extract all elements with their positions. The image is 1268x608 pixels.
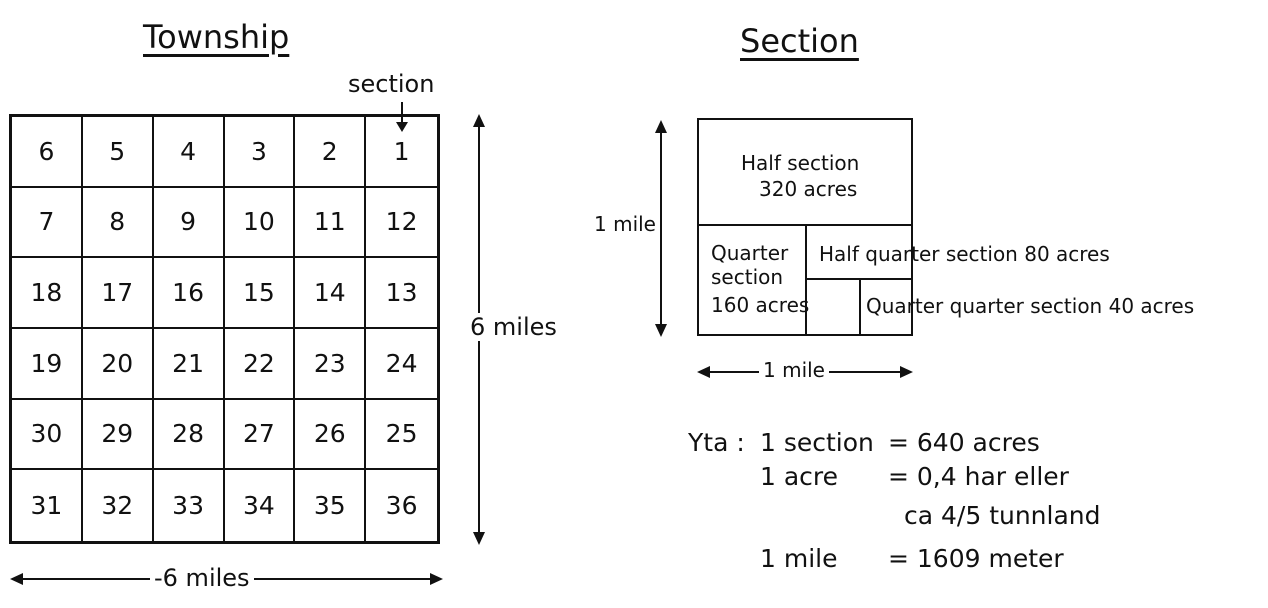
note-term: 1 section: [760, 428, 874, 457]
half-quarter-section-label: Half quarter section 80 acres: [819, 242, 1110, 266]
township-section-cell: 18: [12, 258, 83, 329]
quarter-section-label-line1: Quarter: [711, 241, 789, 265]
township-section-cell: 29: [82, 399, 154, 471]
quarter-section-label-line2: section: [711, 265, 784, 289]
section-pointer-label: section: [348, 70, 435, 98]
quarter-quarter-section-label: Quarter quarter section 40 acres: [866, 294, 1195, 318]
arrow-right-icon: [430, 573, 443, 585]
quarter-section-area: 160 acres: [711, 293, 810, 317]
arrow-left-icon: [697, 366, 710, 378]
township-section-cell: 14: [295, 258, 367, 329]
section-bottom-label: 1 mile: [759, 358, 829, 382]
half-section-name: Half section: [741, 151, 860, 175]
arrow-up-icon: [655, 120, 667, 133]
arrow-down-icon: [473, 532, 485, 545]
township-section-cell: 26: [295, 399, 367, 471]
township-section-cell: 28: [153, 399, 225, 471]
township-section-cell: 5: [82, 117, 154, 188]
township-section-cell: 33: [154, 470, 225, 541]
township-section-cell: 3: [224, 117, 296, 188]
arrow-down-icon: [655, 324, 667, 337]
township-section-cell: 2: [295, 117, 367, 188]
township-section-cell: 1: [366, 117, 437, 188]
township-section-cell: 4: [153, 117, 225, 188]
township-section-cell: 30: [12, 399, 83, 471]
note-value: ca 4/5 tunnland: [904, 501, 1101, 530]
township-section-cell: 13: [366, 258, 437, 329]
half-section-area: 320 acres: [759, 177, 858, 201]
township-section-cell: 17: [82, 258, 154, 329]
arrow-right-icon: [900, 366, 913, 378]
township-width-label: -6 miles: [150, 564, 254, 592]
township-section-cell: 27: [224, 399, 296, 471]
township-section-cell: 11: [295, 187, 367, 259]
note-value: = 0,4 har eller: [888, 462, 1069, 491]
note-term: 1 acre: [760, 462, 839, 491]
township-section-cell: 15: [224, 258, 296, 329]
township-title: Township: [143, 18, 290, 56]
township-section-cell: 21: [153, 328, 225, 400]
township-section-cell: 31: [12, 470, 83, 541]
township-height-label: 6 miles: [466, 313, 561, 341]
notes-label: Yta :: [688, 428, 745, 457]
township-section-cell: 22: [224, 328, 296, 400]
township-section-cell: 12: [366, 188, 437, 259]
township-section-cell: 36: [385, 491, 418, 521]
township-section-cell: 10: [224, 187, 296, 259]
township-section-cell: 34: [225, 470, 296, 541]
section-diagram: Half section 320 acres Quarter section 1…: [697, 118, 913, 336]
township-section-cell: 23: [295, 328, 367, 400]
township-section-cell: 19: [12, 328, 83, 400]
township-section-cell: 24: [366, 329, 437, 400]
arrow-up-icon: [473, 114, 485, 127]
arrow-left-icon: [10, 573, 23, 585]
township-section-cell: 35: [295, 470, 367, 541]
township-section-cell: 25: [366, 400, 437, 471]
note-term: 1 mile: [760, 544, 838, 573]
township-section-cell: 9: [153, 187, 225, 259]
half-quarter-divider: [805, 278, 912, 280]
section-title: Section: [740, 22, 859, 60]
section-side-dimension-line: [660, 124, 662, 334]
township-section-cell: 20: [82, 328, 154, 400]
note-value: = 1609 meter: [888, 544, 1064, 573]
township-section-cell: 16: [153, 258, 225, 329]
township-section-cell: 6: [12, 117, 83, 188]
township-section-cell: 32: [83, 470, 154, 541]
section-side-label: 1 mile: [592, 212, 658, 236]
township-section-cell: 8: [82, 187, 154, 259]
quarter-quarter-divider: [859, 278, 861, 334]
township-section-cell: 7: [12, 187, 83, 259]
note-value: = 640 acres: [888, 428, 1040, 457]
